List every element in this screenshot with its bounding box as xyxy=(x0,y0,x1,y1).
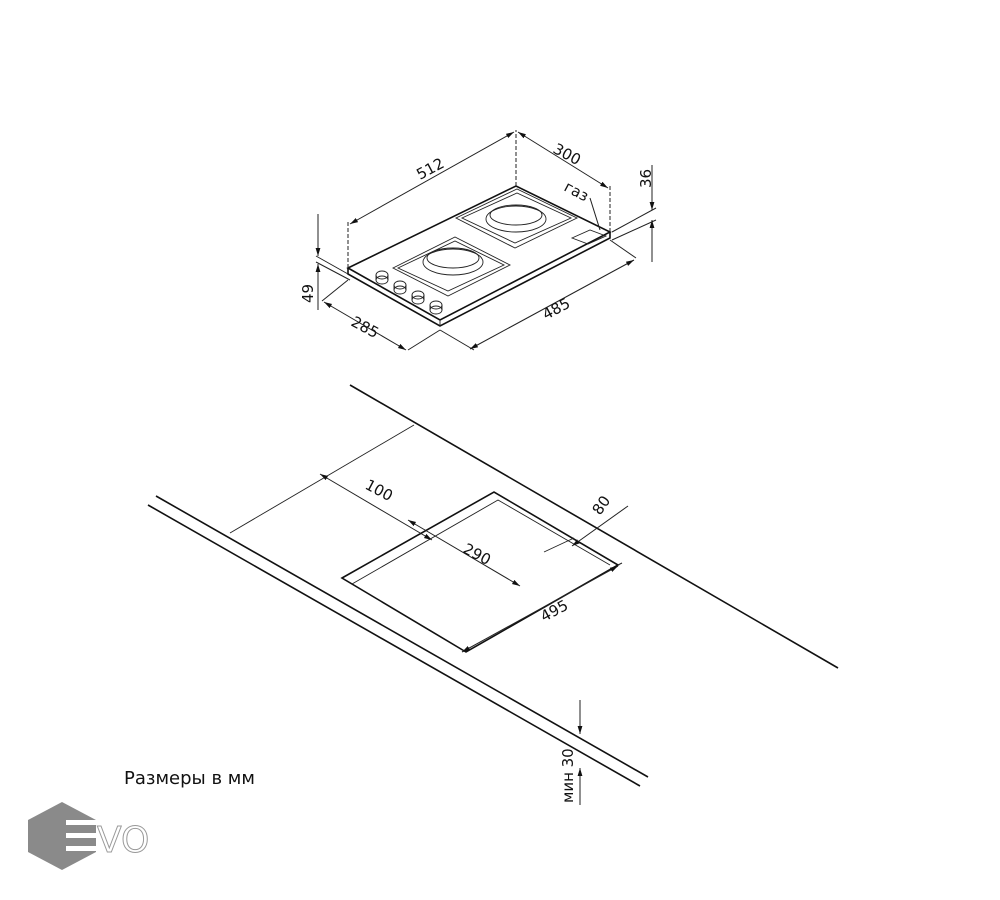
hob-edge xyxy=(347,232,611,327)
countertop-front-edge xyxy=(155,495,649,778)
hob-drawing: 512 300 36 газ 49 285 485 xyxy=(299,130,657,351)
control-knobs xyxy=(375,270,443,315)
dim-back-offset: 100 xyxy=(362,476,396,505)
countertop-drawing: 100 80 290 495 мин 30 xyxy=(147,384,839,805)
svg-text:VO: VO xyxy=(97,820,149,861)
gas-inlet xyxy=(570,229,608,245)
dim-top-height: 36 xyxy=(637,169,655,188)
dim-total-height: 49 xyxy=(299,284,317,303)
dim-side-offset: 80 xyxy=(589,492,615,518)
dim-cutout-depth: 290 xyxy=(460,540,494,569)
grate-right xyxy=(454,188,579,249)
dim-depth: 300 xyxy=(550,140,584,169)
units-note: Размеры в мм xyxy=(124,768,255,789)
dim-min-thickness: мин 30 xyxy=(559,748,577,803)
gas-label: газ xyxy=(561,178,592,206)
dim-cut-width: 485 xyxy=(539,294,573,323)
burner-left xyxy=(422,248,484,276)
grate-left xyxy=(392,236,511,297)
countertop-back-edge xyxy=(349,384,839,669)
dim-cut-depth: 285 xyxy=(348,313,382,342)
dim-cutout-width: 495 xyxy=(537,596,571,625)
evo-logo: VO xyxy=(28,802,150,870)
burner-right xyxy=(485,205,547,233)
